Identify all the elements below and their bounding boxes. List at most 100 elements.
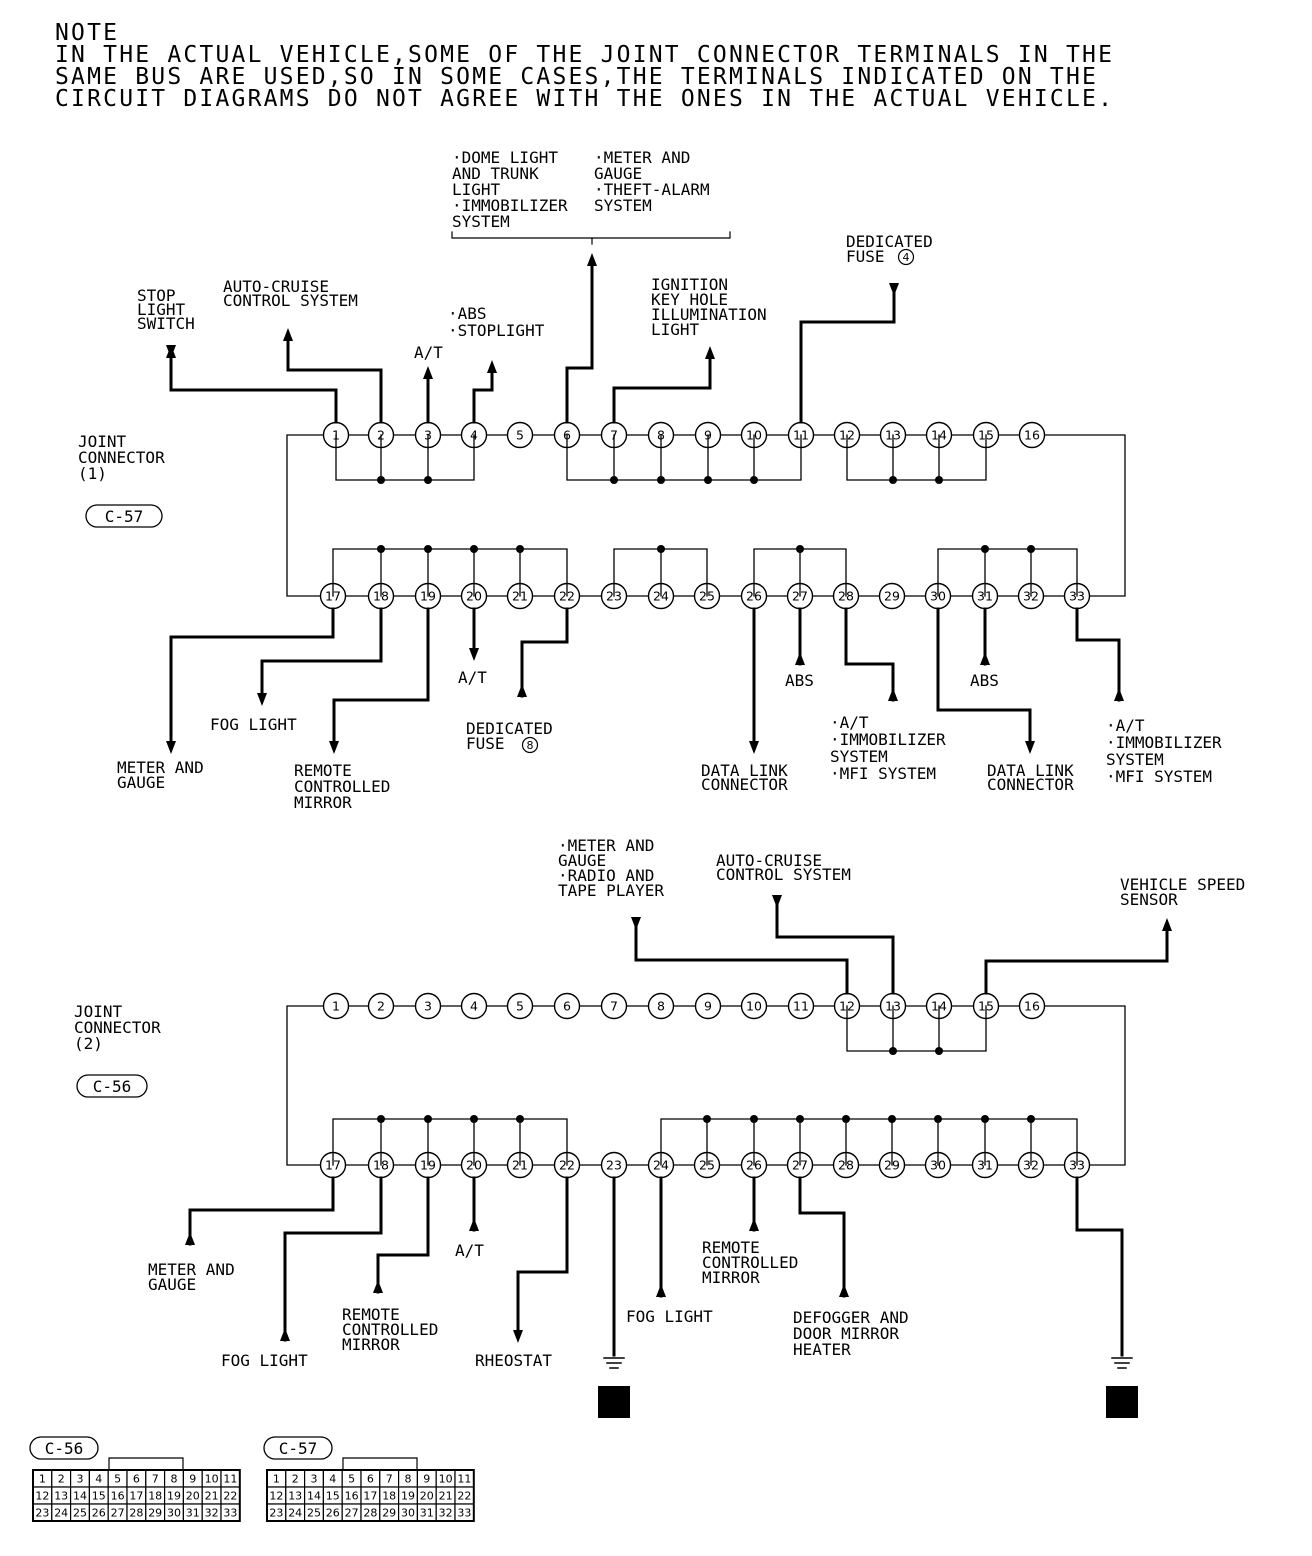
c56-bot-b-link-dot bbox=[981, 1115, 989, 1123]
pinview-c56-pin-number: 26 bbox=[92, 1507, 106, 1520]
label-c56-remote-line-3: MIRROR bbox=[342, 1335, 400, 1354]
c57-terminal-16 bbox=[1018, 421, 1046, 449]
c57-bot-d-link-dot bbox=[1027, 545, 1035, 553]
label-c57-dlc1-line-2: CONNECTOR bbox=[701, 775, 788, 794]
c57-wire-group2 bbox=[1075, 607, 1121, 702]
c56-wire-remote bbox=[376, 1176, 430, 1294]
pinview-c56-pin-number: 15 bbox=[92, 1490, 106, 1503]
pinview-c56-pin-number: 29 bbox=[148, 1507, 162, 1520]
label-c56-vss-line-2: SENSOR bbox=[1120, 890, 1178, 909]
c57-top-a-link-dot bbox=[424, 476, 432, 484]
c57-wire-ignition bbox=[612, 356, 712, 424]
label-dome-group-line-1: ·DOME LIGHT bbox=[452, 148, 558, 167]
c57-top-c-link-dot bbox=[935, 476, 943, 484]
ignition-arrow-icon bbox=[705, 346, 715, 359]
pinview-c57-pin-number: 23 bbox=[269, 1507, 283, 1520]
pinview-c57-pin-number: 1 bbox=[273, 1473, 280, 1486]
c56-bot-a-link-dot bbox=[424, 1115, 432, 1123]
pinview-c57-pin-number: 11 bbox=[457, 1473, 471, 1486]
c56-fog2-arrow-icon bbox=[656, 1284, 666, 1297]
abs2-arrow-icon bbox=[980, 652, 990, 665]
c56-terminal-4 bbox=[460, 992, 488, 1020]
pinview-c57-code-badge bbox=[263, 1436, 333, 1460]
c56-terminal-5 bbox=[506, 992, 534, 1020]
pinview-c57-pin-number: 21 bbox=[439, 1490, 453, 1503]
label-c57-abs1: ABS bbox=[785, 671, 814, 690]
pinview-c56-pin-number: 25 bbox=[73, 1507, 87, 1520]
pinview-c57-pin-number: 14 bbox=[307, 1490, 321, 1503]
pinview-c56-pin-number: 27 bbox=[111, 1507, 125, 1520]
pinview-c56-pin-number: 22 bbox=[223, 1490, 237, 1503]
pinview-c56-pin-number: 24 bbox=[54, 1507, 68, 1520]
label-stop-light-line-2: LIGHT bbox=[137, 300, 186, 319]
c56-bot-a-link-dot bbox=[516, 1115, 524, 1123]
pinview-c56-pin-number: 5 bbox=[114, 1473, 121, 1486]
c56-at-arrow-icon bbox=[469, 1218, 479, 1231]
c56-wire-meter bbox=[188, 1176, 335, 1246]
c57-wire-remote bbox=[332, 607, 430, 742]
fuse-8-circle bbox=[521, 736, 539, 754]
c56-bot-b-link-dot bbox=[750, 1115, 758, 1123]
c57-wire-abs bbox=[472, 370, 494, 424]
label-c57-meter-line-1: METER AND bbox=[117, 758, 204, 777]
label-ignition-line-2: KEY HOLE bbox=[651, 290, 728, 309]
label-c56-fog: FOG LIGHT bbox=[221, 1351, 308, 1370]
c56-wire-fog bbox=[283, 1176, 383, 1342]
ground-number-badge-1 bbox=[598, 1386, 630, 1418]
pinview-c56-pin-number: 16 bbox=[111, 1490, 125, 1503]
c56-auto-cruise-arrow-icon bbox=[772, 895, 782, 908]
pinview-c57-pin-number: 31 bbox=[420, 1507, 434, 1520]
c56-top-a-link-rail bbox=[846, 1005, 987, 1052]
c56-connector-title-line-1: JOINT bbox=[74, 1002, 123, 1021]
group1-arrow-icon bbox=[888, 688, 898, 701]
pinview-c57-pin-number: 24 bbox=[288, 1507, 302, 1520]
c56-terminal-10 bbox=[740, 992, 768, 1020]
label-abs-stoplight-line-2: ·STOPLIGHT bbox=[448, 321, 545, 340]
c56-bot-a-link-rail bbox=[332, 1118, 568, 1166]
label-dome-group-line-5: SYSTEM bbox=[452, 212, 510, 231]
c57-bot-a-link-rail bbox=[332, 548, 568, 597]
c57-wire-fog bbox=[260, 607, 383, 695]
c57-wire-dlc2 bbox=[936, 607, 1032, 742]
auto-cruise-arrow-icon bbox=[283, 328, 293, 341]
c57-connector-title-line-2: CONNECTOR bbox=[78, 448, 165, 467]
c56-remote2-arrow-icon bbox=[749, 1218, 759, 1231]
c56-wire-defogger bbox=[798, 1176, 846, 1298]
pinview-c56-pin-number: 11 bbox=[223, 1473, 237, 1486]
label-stop-light-line-3: SWITCH bbox=[137, 314, 195, 333]
label-c56-meter-line-2: GAUGE bbox=[148, 1275, 196, 1294]
at-arrow-icon bbox=[423, 366, 433, 379]
c56-wire-rheostat bbox=[516, 1176, 569, 1332]
label-at-top: A/T bbox=[414, 343, 443, 362]
label-dome-group-line-4: ·IMMOBILIZER bbox=[452, 196, 568, 215]
c56-terminal-16 bbox=[1018, 992, 1046, 1020]
c57-code-text: C-57 bbox=[105, 507, 144, 526]
c57-terminal-number: 16 bbox=[1024, 428, 1040, 443]
c56-terminal-8 bbox=[647, 992, 675, 1020]
ground-number-badge-2 bbox=[1106, 1386, 1138, 1418]
c56-terminal-number: 11 bbox=[793, 999, 809, 1014]
c56-terminal-number: 9 bbox=[704, 999, 712, 1014]
label-c56-remote-line-2: CONTROLLED bbox=[342, 1320, 438, 1339]
pinview-c56-pin-number: 28 bbox=[129, 1507, 143, 1520]
fuse4-arrow-icon bbox=[889, 283, 899, 296]
pinview-c57-pin-number: 16 bbox=[345, 1490, 359, 1503]
group2-arrow-icon bbox=[1114, 688, 1124, 701]
pinview-c57-pin-number: 6 bbox=[367, 1473, 374, 1486]
pinview-c56-pin-number: 13 bbox=[54, 1490, 68, 1503]
pinview-c57-code-text: C-57 bbox=[279, 1439, 318, 1458]
c57-top-c-link-dot bbox=[889, 476, 897, 484]
pinview-c57-pin-number: 29 bbox=[382, 1507, 396, 1520]
c57-bot-d-link-dot bbox=[981, 545, 989, 553]
pinview-c56-pin-number: 10 bbox=[205, 1473, 219, 1486]
fuse-4-number: 4 bbox=[903, 251, 910, 264]
label-c56-auto-cruise-line-2: CONTROL SYSTEM bbox=[716, 865, 851, 884]
label-c57-group2-line-3: SYSTEM bbox=[1106, 750, 1164, 769]
pinview-c57-pin-number: 25 bbox=[307, 1507, 321, 1520]
c56-connector-title-line-3: (2) bbox=[74, 1034, 103, 1053]
c57-top-b-link-rail bbox=[566, 434, 802, 481]
label-c57-dlc2-line-1: DATA LINK bbox=[987, 761, 1074, 780]
label-auto-cruise-line-1: AUTO-CRUISE bbox=[223, 277, 329, 296]
pinview-c56-pin-number: 4 bbox=[95, 1473, 102, 1486]
vss-arrow-icon bbox=[1162, 918, 1172, 931]
